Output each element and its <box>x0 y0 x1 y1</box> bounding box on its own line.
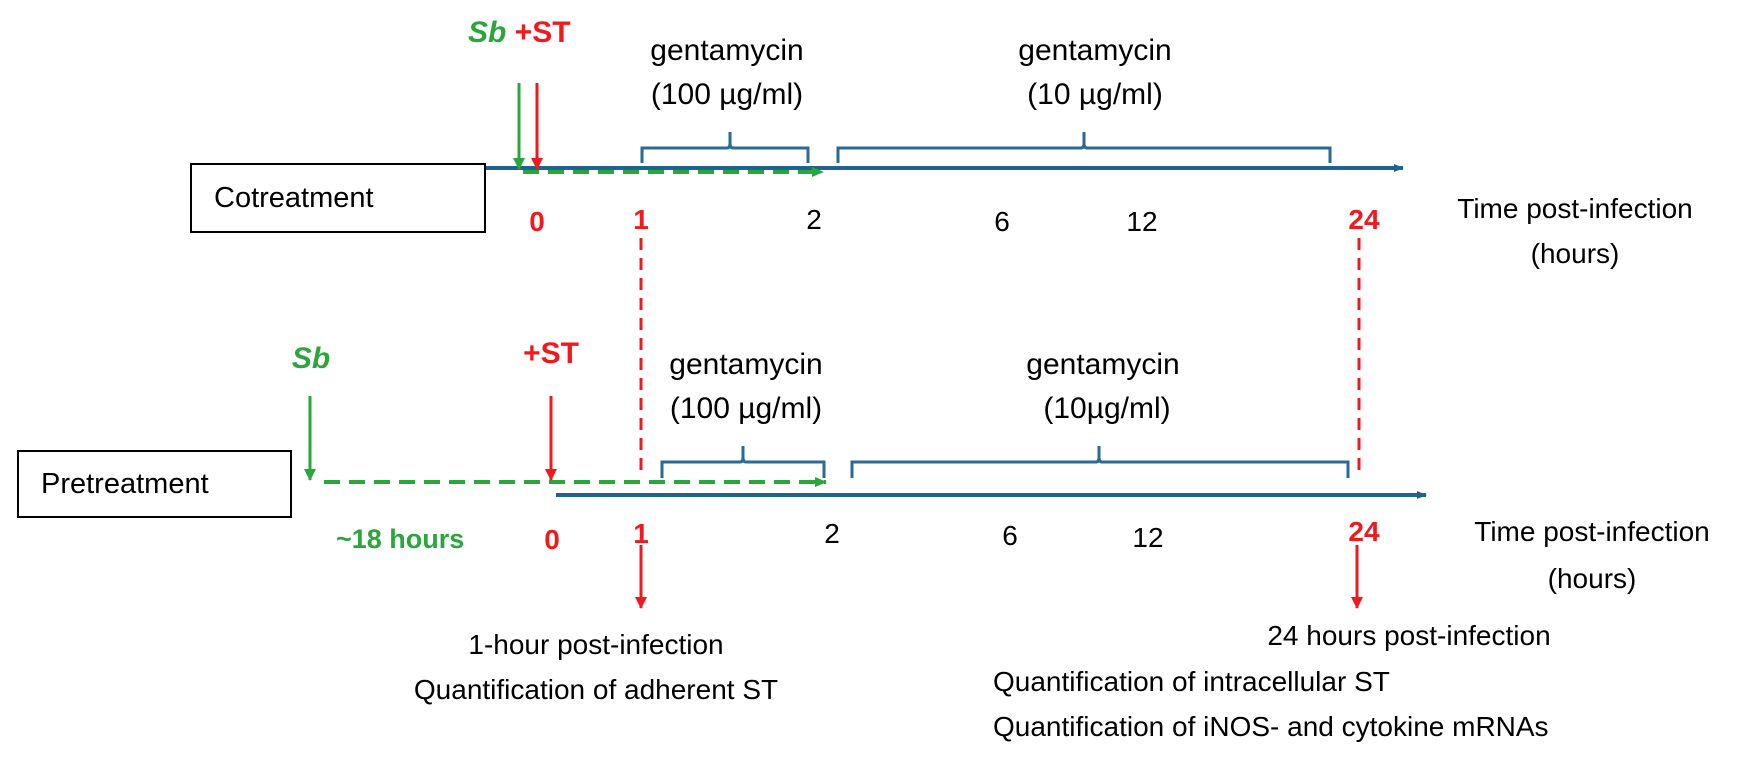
pretreatment-tick-6: 6 <box>1002 520 1018 551</box>
pretreatment-st-label: +ST <box>523 337 579 370</box>
pretreatment-gentamycin-high-dose: (100 µg/ml) <box>669 392 823 425</box>
readout-1h-adherent: Quantification of adherent ST <box>413 674 779 705</box>
pretreatment-gentamycin-low-name: gentamycin <box>1026 348 1180 381</box>
cotreatment-tick-0: 0 <box>529 206 545 237</box>
pretreatment-tick-0: 0 <box>544 524 560 555</box>
cotreatment-axis-title: Time post-infection <box>1457 193 1693 224</box>
cotreatment-st-label: +ST <box>514 16 571 49</box>
pretreatment-label-box: Pretreatment <box>17 450 292 518</box>
pretreatment-gentamycin-low-dose: (10µg/ml) <box>1043 392 1171 425</box>
pretreatment-sb-label: Sb <box>291 342 331 375</box>
cotreatment-gentamycin-high-name: gentamycin <box>650 34 804 67</box>
cotreatment-tick-1: 1 <box>633 204 649 235</box>
cotreatment-tick-24: 24 <box>1348 204 1380 235</box>
pretreatment-tick-24: 24 <box>1348 516 1380 547</box>
cotreatment-sb-label: Sb <box>468 16 507 49</box>
pretreatment-label: Pretreatment <box>41 467 209 500</box>
cotreatment-tick-6: 6 <box>994 206 1010 237</box>
pretreatment-preincubation-label: ~18 hours <box>336 524 465 554</box>
pretreatment-tick-2: 2 <box>824 518 840 549</box>
cotreatment-gentamycin-low-bracket <box>836 132 1332 163</box>
cotreatment-gentamycin-high-dose: (100 µg/ml) <box>650 78 804 111</box>
readout-24h-intracellular: Quantification of intracellular ST <box>993 666 1390 697</box>
cotreatment-gentamycin-low-name: gentamycin <box>1018 34 1172 67</box>
pretreatment-axis-unit: (hours) <box>1547 563 1637 594</box>
pretreatment-tick-12: 12 <box>1132 522 1164 553</box>
readout-24h-mrna: Quantification of iNOS- and cytokine mRN… <box>993 711 1549 742</box>
cotreatment-tick-2: 2 <box>806 204 822 235</box>
cotreatment-gentamycin-low-dose: (10 µg/ml) <box>1027 78 1163 111</box>
pretreatment-gentamycin-low-bracket <box>850 446 1350 478</box>
pretreatment-gentamycin-high-name: gentamycin <box>669 348 823 381</box>
cotreatment-agents-label: Sb +ST <box>468 18 571 48</box>
cotreatment-label: Cotreatment <box>214 181 374 214</box>
cotreatment-tick-12: 12 <box>1126 206 1158 237</box>
readout-24h-title: 24 hours post-infection <box>1267 620 1551 651</box>
cotreatment-gentamycin-high-bracket <box>640 132 810 163</box>
cotreatment-label-box: Cotreatment <box>190 163 486 233</box>
pretreatment-tick-1: 1 <box>633 518 649 549</box>
readout-1h-title: 1-hour post-infection <box>468 629 724 660</box>
pretreatment-gentamycin-high-bracket <box>660 446 826 478</box>
cotreatment-axis-unit: (hours) <box>1530 238 1620 269</box>
pretreatment-axis-title: Time post-infection <box>1474 516 1710 547</box>
